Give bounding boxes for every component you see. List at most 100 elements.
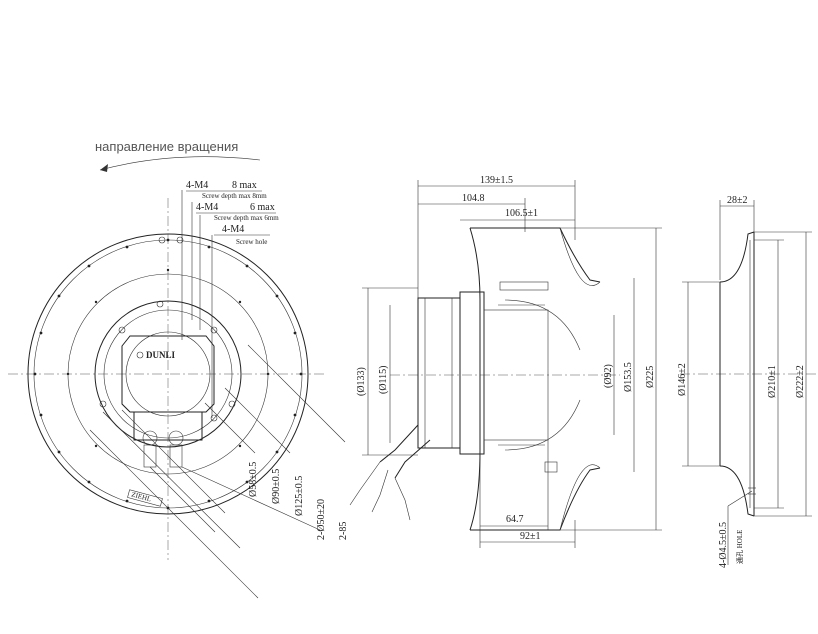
rivet-dot xyxy=(238,444,242,448)
blade-curve xyxy=(504,299,581,351)
motor-plate xyxy=(121,335,215,413)
cable-left xyxy=(143,444,157,468)
front-view: DUNLI ZIEHL 4-M4 8 max Screw depth max 8… xyxy=(8,180,349,599)
dim-d153: Ø153.5 xyxy=(623,362,634,392)
dim-d92: (Ø92) xyxy=(603,364,614,388)
screw-hole-icon xyxy=(228,400,236,408)
side-view: 139±1.5 104.8 106.5±1 xyxy=(349,175,662,548)
callout-note-b: Screw depth max 6mm xyxy=(214,214,279,222)
impeller-backplate xyxy=(469,227,481,531)
callout-thread-c: 4-M4 xyxy=(222,224,244,235)
dim-92: 92±1 xyxy=(520,531,541,542)
brand-logo: DUNLI xyxy=(146,350,176,360)
rivet-dot xyxy=(207,499,211,503)
motor-flange-inner xyxy=(103,309,233,439)
rivet-dot xyxy=(245,264,249,268)
dim-d90: Ø90±0.5 xyxy=(271,469,282,504)
screw-hole-icon xyxy=(118,326,126,334)
dim-139: 139±1.5 xyxy=(480,175,513,186)
rivet-dot xyxy=(87,264,91,268)
cable-exit xyxy=(379,424,419,463)
cable-wire xyxy=(349,461,381,506)
dim-d125: Ø125±0.5 xyxy=(294,476,305,516)
hub-circle xyxy=(125,331,211,417)
ring-profile-top xyxy=(719,231,755,283)
impeller-top-shroud xyxy=(470,227,601,283)
cable-right xyxy=(169,444,183,468)
rotor-housing xyxy=(483,309,549,441)
flange-screw-holes xyxy=(99,236,236,422)
dim-d210: Ø210±1 xyxy=(767,365,778,398)
dim-d50: 2-Ø50±20 xyxy=(316,499,327,540)
rivet-dot xyxy=(166,268,170,272)
rivet-dot xyxy=(266,372,270,376)
callout-note-c: Screw hole xyxy=(236,238,267,246)
callout-note-a: Screw depth max 8mm xyxy=(202,192,267,200)
screw-hole-icon xyxy=(210,326,218,334)
inlet-ring-view: 28±2 Ø146±2 Ø210±1 Ø222±2 4-Ø4.5±0.5 通孔 … xyxy=(677,195,818,568)
dim-line-d90 xyxy=(102,411,241,549)
dim-d225: Ø225 xyxy=(645,366,656,388)
callout-depth-a: 8 max xyxy=(232,180,257,191)
dim-ext xyxy=(247,344,346,443)
rivet-dot xyxy=(57,450,61,454)
rivet-dot xyxy=(125,499,129,503)
ring-profile-bottom xyxy=(719,465,755,517)
hole-leader xyxy=(727,490,753,507)
rivet-dot xyxy=(245,480,249,484)
rivet-dot xyxy=(299,372,303,376)
rivet-dot xyxy=(166,238,170,242)
dim-line-d50 xyxy=(181,466,321,531)
dim-104: 104.8 xyxy=(462,193,485,204)
screw-hole-icon xyxy=(99,400,107,408)
hole-note-2: 通孔 HOLE xyxy=(735,530,744,564)
blade-tab xyxy=(499,281,549,291)
dim-ext xyxy=(149,466,216,533)
rivet-dot xyxy=(39,413,43,417)
callout-thread-b: 4-M4 xyxy=(196,202,218,213)
cable-exit xyxy=(394,439,431,479)
rivet-dot xyxy=(66,372,70,376)
impeller-bottom-shroud xyxy=(470,467,601,531)
blade-curve xyxy=(504,399,581,451)
screw-hole-icon xyxy=(156,300,164,308)
cable-wire xyxy=(371,469,389,513)
rivet-dot xyxy=(207,245,211,249)
dim-d146: Ø146±2 xyxy=(677,363,688,396)
hole-note: 4-Ø4.5±0.5 xyxy=(718,522,729,568)
callout-thread-a: 4-M4 xyxy=(186,180,208,191)
dim-ext xyxy=(224,387,291,454)
dim-ext xyxy=(204,402,256,454)
rivet-dot xyxy=(94,300,98,304)
motor-body xyxy=(417,297,461,449)
screw-hole-icon xyxy=(158,236,166,244)
dim-64: 64.7 xyxy=(506,514,524,525)
dim-line-d125 xyxy=(89,429,259,599)
motor-flange xyxy=(94,300,242,448)
dim-28: 28±2 xyxy=(727,195,748,206)
dim-d133: (Ø133) xyxy=(356,367,367,396)
dim-d222: Ø222±2 xyxy=(795,365,806,398)
brand-icon xyxy=(136,351,144,359)
balance-weight xyxy=(544,461,558,473)
dim-85: 2-85 xyxy=(338,522,349,540)
rotation-label: направление вращения xyxy=(95,139,238,154)
blade-rivets xyxy=(33,238,303,510)
rivet-dot xyxy=(57,294,61,298)
outer-ring xyxy=(27,233,309,515)
rivet-dot xyxy=(125,245,129,249)
cable-wire xyxy=(394,477,411,521)
rivet-dot xyxy=(275,294,279,298)
rivet-dot xyxy=(94,444,98,448)
rivet-dot xyxy=(238,300,242,304)
dim-d58: Ø58±0.5 xyxy=(248,462,259,497)
blade-curve xyxy=(559,464,601,531)
callout-depth-b: 6 max xyxy=(250,202,275,213)
rivet-dot xyxy=(39,331,43,335)
nameplate-label: ZIEHL xyxy=(130,491,152,504)
dim-d115: (Ø115) xyxy=(378,365,389,394)
rivet-dot xyxy=(275,450,279,454)
arrowhead-icon xyxy=(100,164,108,172)
